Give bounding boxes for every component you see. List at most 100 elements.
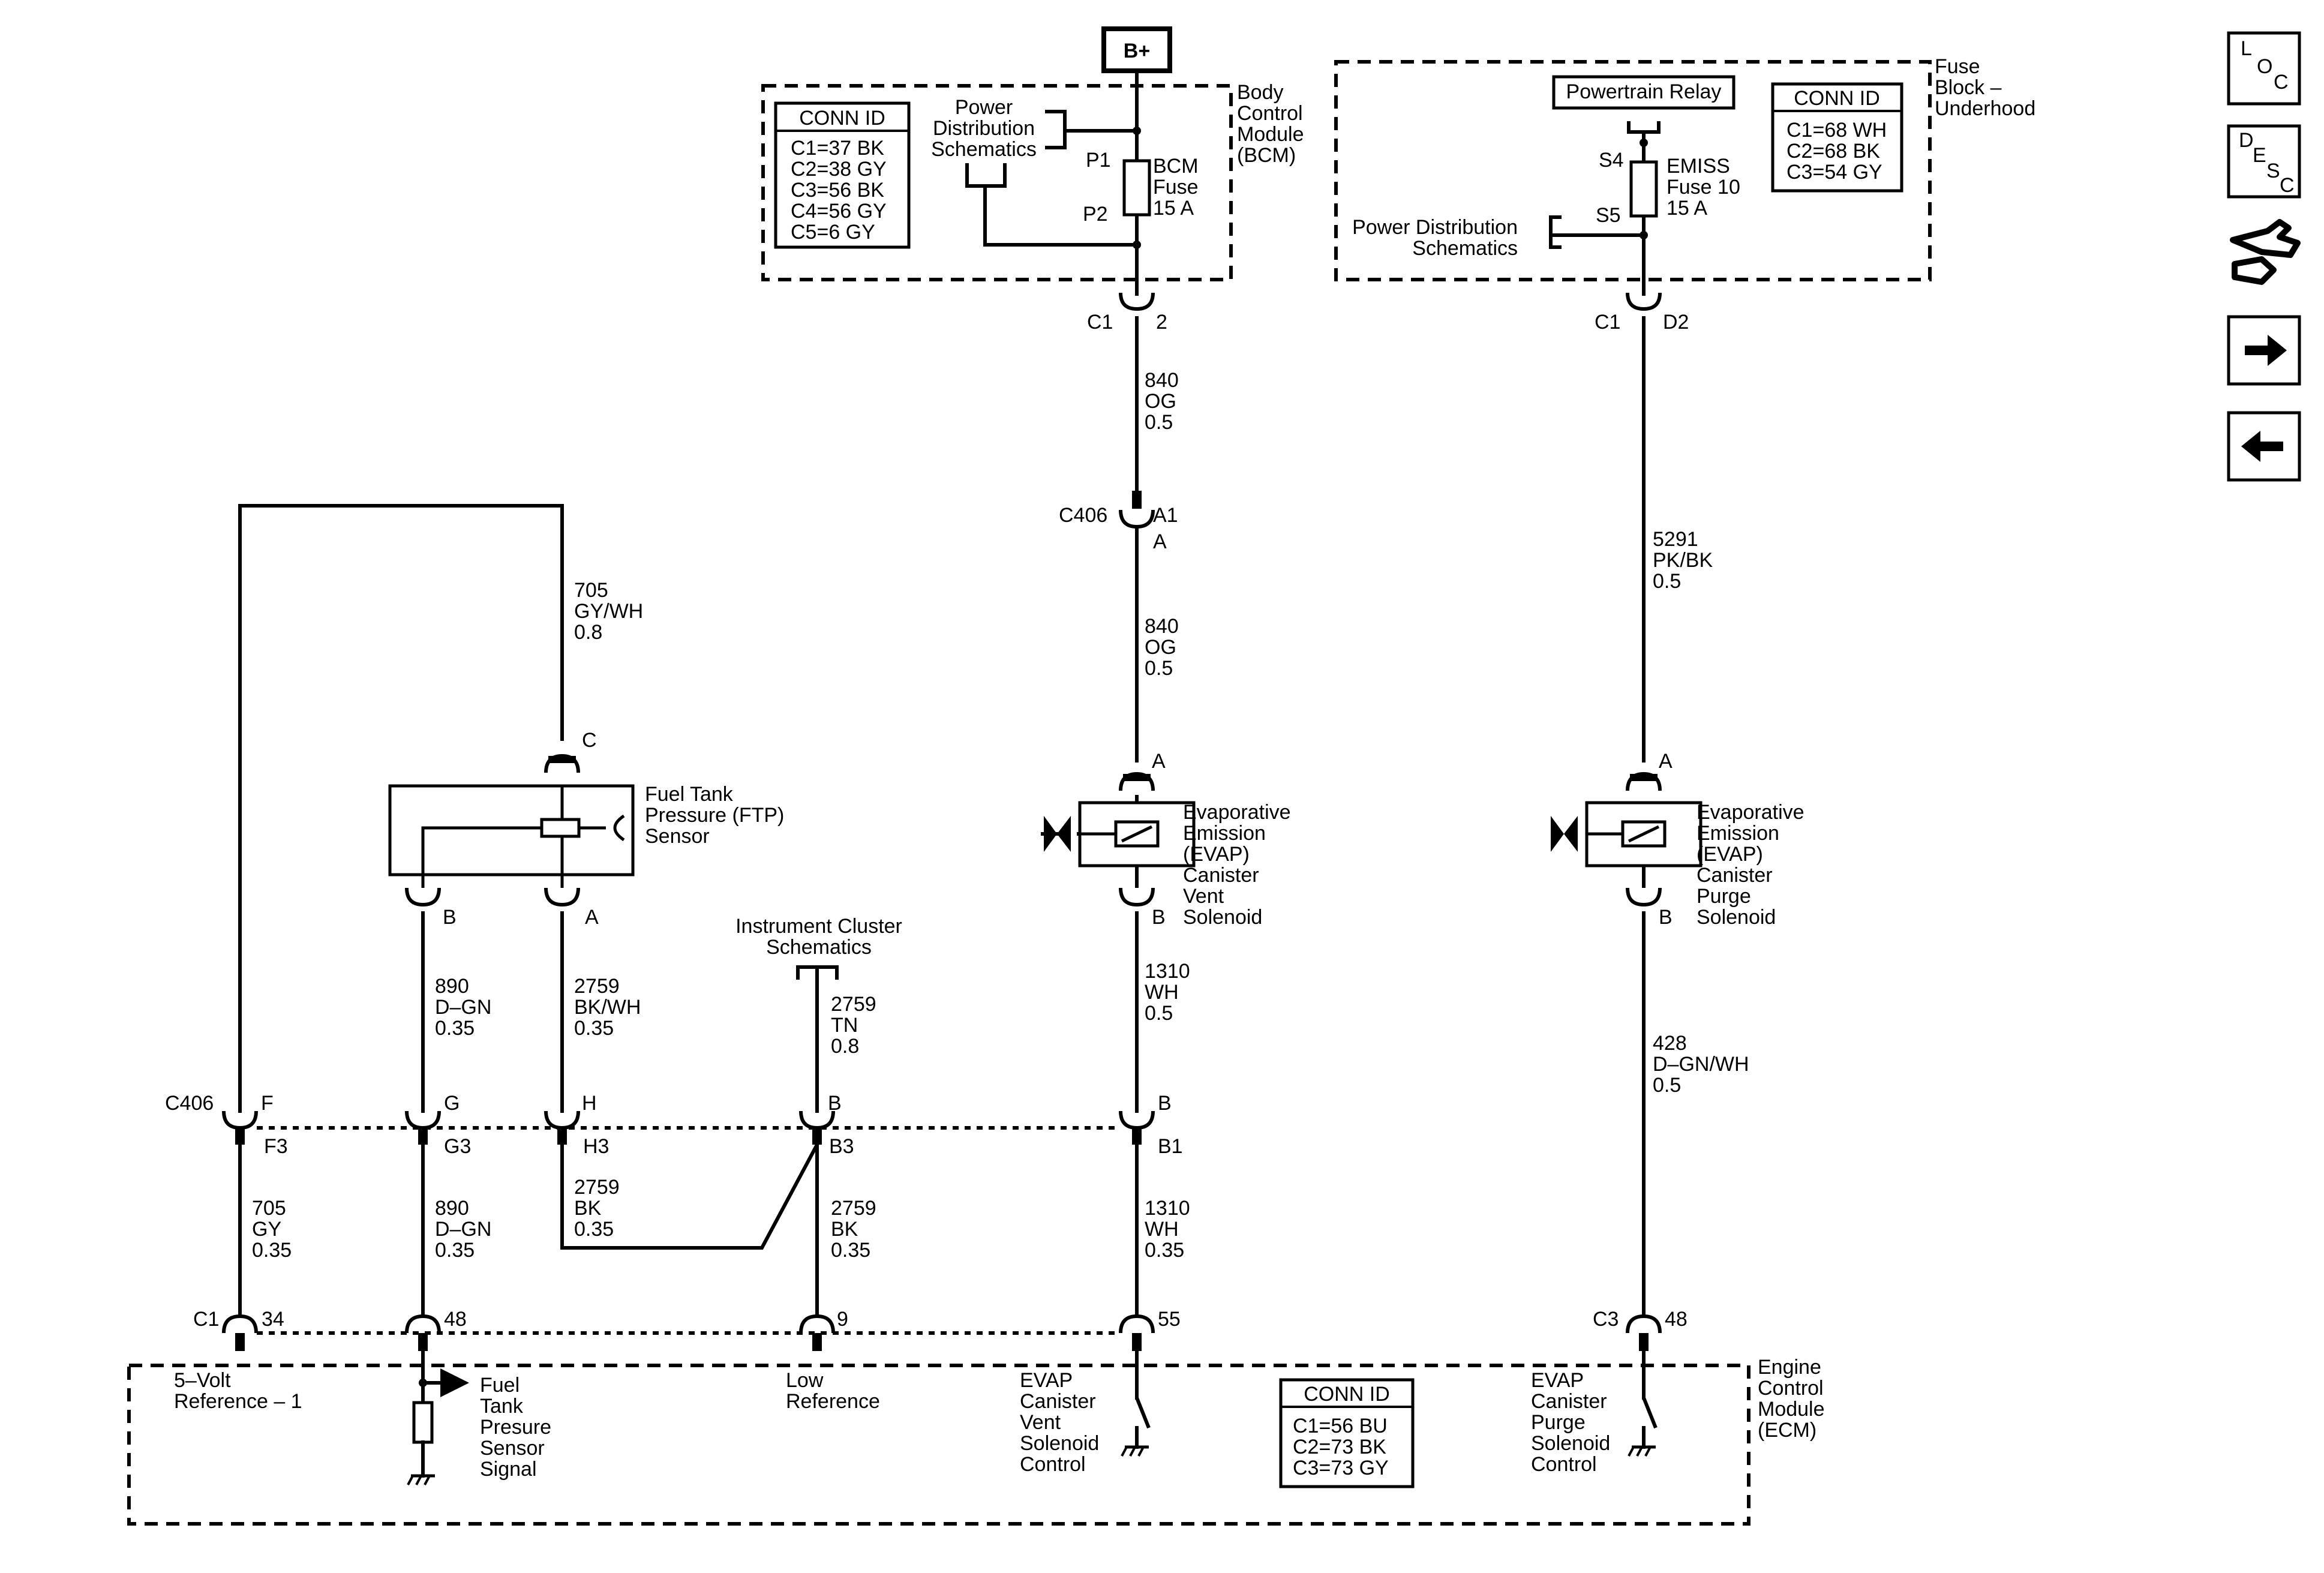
ecm-name: Control [1758,1377,1824,1400]
wire-705-label: 0.35 [252,1239,292,1262]
vent-solenoid-name: (EVAP) [1183,843,1250,866]
wire-840-label: OG [1145,636,1176,659]
bcm-fuse [1122,159,1151,217]
purge-solenoid-pin-b: B [1659,906,1673,929]
ecm-conn-title: CONN ID [1304,1383,1390,1406]
ecm-vent-control-label: Solenoid [1020,1432,1099,1455]
bcm-conn-title: CONN ID [799,107,885,130]
wire-840-label: 840 [1145,369,1179,392]
ftp-sensor-name: Fuel Tank [645,783,734,806]
bcm-conn-id-table: CONN ID C1=37 BK C2=38 GY C3=56 BK C4=56… [774,101,911,249]
c406-mid-pin: B [828,1092,842,1115]
wire-428-label: D–GN/WH [1653,1053,1749,1076]
bcm-conn-row: C1=37 BK [791,137,884,160]
wire-1310-label: 0.35 [1145,1239,1184,1262]
bcm-conn-row: C3=56 BK [791,179,884,202]
previous-page-button[interactable] [2227,411,2301,482]
bcm-conn-row: C2=38 GY [791,158,887,181]
ecm-purge-control-label: EVAP [1531,1369,1584,1392]
wire-705-label: 705 [252,1197,286,1220]
desc-letter: D [2239,129,2254,152]
ftp-sensor-pin-a: A [585,906,599,929]
purge-solenoid-name: Emission [1697,822,1779,845]
wire-5291-label: 0.5 [1653,570,1681,593]
wire-2759-tn-label: 0.8 [831,1035,859,1058]
vent-solenoid-name: Emission [1183,822,1266,845]
bcm-pin-2: 2 [1156,311,1167,334]
wire-2759-bk-label: 0.35 [574,1218,614,1241]
vent-solenoid-pin-a: A [1152,750,1166,773]
vent-solenoid-name: Canister [1183,864,1259,887]
ftp-sensor [388,754,635,907]
ecm-name: (ECM) [1758,1419,1816,1442]
desc-letter: S [2266,160,2280,182]
fuse-block-power-dist-label: Schematics [1412,237,1518,260]
loc-button[interactable]: L O C [2227,31,2301,106]
bcm-pin-p2: P2 [1083,203,1108,226]
bcm-name: Module [1237,123,1304,146]
ecm-low-ref-label: Low [786,1369,824,1392]
wire-705-label: GY [252,1218,281,1241]
emiss-fuse-label: 15 A [1667,197,1707,220]
ecm-conn-row: C1=56 BU [1293,1415,1388,1437]
ecm-pin: 48 [1665,1308,1688,1331]
vent-solenoid-name: Vent [1183,885,1224,908]
wire-705-label: 705 [574,579,608,602]
wire-2759-label: 2759 [574,975,620,998]
powertrain-relay: Powertrain Relay [1552,75,1736,134]
fuse-block-conn-c1: C1 [1595,311,1620,334]
c406-mid-pin: G [444,1092,460,1115]
bcm-pin-p1: P1 [1086,149,1111,172]
desc-button[interactable]: D E S C [2227,124,2301,199]
bcm-power-dist-label: Distribution [933,117,1035,140]
bcm-conn-c1: C1 [1087,311,1113,334]
ecm-ftp-signal-label: Sensor [480,1437,545,1460]
fuse-block-conn-row: C1=68 WH [1786,119,1887,142]
purge-solenoid-name: Solenoid [1697,906,1776,929]
bcm-name: Control [1237,102,1303,125]
wire-2759-tn-label: TN [831,1014,858,1037]
fuse-block-pin-d2: D2 [1663,311,1689,334]
purge-solenoid-name: Canister [1697,864,1773,887]
wire-2759-tn-label: 2759 [831,993,876,1016]
bcm-name: Body [1237,81,1284,104]
wire-705-label: GY/WH [574,600,643,623]
emiss-fuse-label: EMISS [1667,155,1730,178]
ftp-sensor-pin-c: C [582,729,597,752]
bcm-fuse-label: Fuse [1153,176,1199,199]
ecm-pin: 48 [444,1308,467,1331]
connector-hand-icon[interactable] [2230,219,2301,285]
wire-1310-label: 0.5 [1145,1002,1173,1025]
fuse-block-name: Block – [1935,76,2002,99]
ecm-c3-connector [1626,1314,1662,1351]
ecm-5v-ref-label: Reference – 1 [174,1390,302,1413]
fuse-block-name: Fuse [1935,55,1980,78]
wire-1310-label: 1310 [1145,960,1190,983]
c406-mid-pin: H [582,1092,597,1115]
ecm-vent-driver [1121,1349,1151,1457]
wire-890-label: 0.35 [435,1017,475,1040]
c406-mid-pin: H3 [583,1135,609,1158]
next-page-button[interactable] [2227,315,2301,386]
ecm-conn-id-table: CONN ID C1=56 BU C2=73 BK C3=73 GY [1279,1378,1415,1488]
c406-mid-pin: F [261,1092,274,1115]
bcm-conn-row: C4=56 GY [791,200,887,223]
emiss-fuse-label: Fuse 10 [1667,176,1740,199]
ecm-vent-control-label: Vent [1020,1411,1061,1434]
bcm-power-dist-label: Schematics [931,138,1037,161]
ecm-conn-c1: C1 [193,1308,219,1331]
fuse-block-pin-s4: S4 [1599,149,1624,172]
ecm-purge-control-label: Control [1531,1453,1597,1476]
powertrain-relay-label: Powertrain Relay [1566,80,1722,103]
wire-5291-label: 5291 [1653,528,1698,551]
ecm-purge-control-label: Solenoid [1531,1432,1610,1455]
fuse-block-conn-row: C2=68 BK [1786,140,1880,163]
ecm-outline [127,1364,1750,1526]
ecm-c1-connector [222,1314,1155,1351]
loc-letter: C [2274,71,2289,94]
ecm-name: Engine [1758,1356,1821,1379]
ecm-ftp-signal-circuit [407,1349,469,1485]
wire-428-label: 428 [1653,1032,1687,1055]
ftp-sensor-pin-b: B [443,906,457,929]
ecm-ftp-signal-label: Presure [480,1416,551,1439]
